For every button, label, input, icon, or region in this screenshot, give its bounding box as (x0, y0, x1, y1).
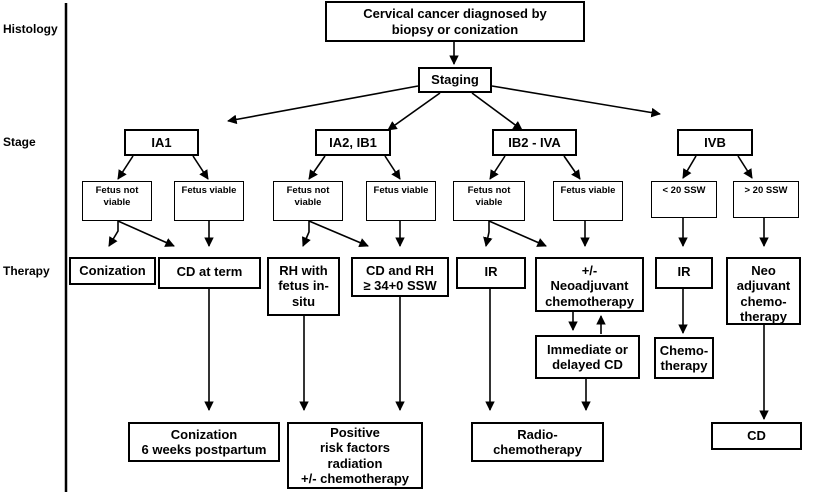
therapy-neoadjuvant-box: +/- Neoadjuvant chemotherapy (535, 257, 644, 312)
outcome-conization-postpartum-box: Conization 6 weeks postpartum (128, 422, 280, 462)
arrow-ia2-viable (384, 155, 401, 180)
arrow-ib2-viable (563, 155, 581, 180)
staging-box: Staging (418, 67, 492, 93)
arrow-ib2-notviable-ir (483, 221, 493, 247)
therapy-cd-at-term-box: CD at term (158, 257, 261, 289)
condition-ib2-fetus-not-viable: Fetus not viable (453, 181, 525, 221)
arrow-ib2-notviable (489, 155, 506, 180)
therapy-ir-ib2-box: IR (456, 257, 526, 289)
condition-ia2-fetus-viable: Fetus viable (366, 181, 436, 221)
diagnosis-box: Cervical cancer diagnosed by biopsy or c… (325, 1, 585, 42)
stage-ivb-box: IVB (677, 129, 753, 156)
condition-ia1-fetus-not-viable: Fetus not viable (82, 181, 152, 221)
arrow-staging-ia1 (227, 85, 419, 125)
arrow-ivb-lt20 (682, 155, 697, 179)
arrow-ia2-notviable (308, 155, 326, 180)
therapy-rh-in-situ-box: RH with fetus in- situ (267, 257, 340, 316)
therapy-conization-box: Conization (69, 257, 156, 285)
outcome-radiochemotherapy-box: Radio- chemotherapy (471, 422, 604, 462)
arrow-ia2-notviable-cdrh (308, 220, 369, 248)
row-label-therapy: Therapy (3, 264, 50, 278)
therapy-chemotherapy-box: Chemo- therapy (654, 337, 714, 379)
arrow-ia1-viable (192, 155, 209, 180)
arrow-ia1-notviable-conization (108, 221, 119, 247)
arrow-staging-ia2 (387, 92, 441, 131)
arrow-ia2-notviable-rh (301, 221, 311, 247)
stage-ib2-iva-box: IB2 - IVA (492, 129, 577, 156)
outcome-positive-risk-box: Positive risk factors radiation +/- chem… (287, 422, 423, 489)
arrow-ia1-notviable (117, 155, 134, 180)
arrow-ia1-notviable-cdterm (117, 220, 175, 247)
condition-ivb-gt20-ssw: > 20 SSW (733, 181, 799, 218)
condition-ivb-lt20-ssw: < 20 SSW (651, 181, 717, 218)
arrow-staging-ib2 (471, 92, 523, 131)
stage-ia1-box: IA1 (124, 129, 199, 156)
therapy-neo-adjuvant-ivb-box: Neo adjuvant chemo- therapy (726, 257, 801, 325)
condition-ia2-fetus-not-viable: Fetus not viable (273, 181, 343, 221)
therapy-immediate-cd-box: Immediate or delayed CD (535, 335, 640, 379)
arrow-staging-ivb (491, 85, 661, 118)
therapy-ir-ivb-box: IR (655, 257, 713, 289)
row-label-stage: Stage (3, 135, 36, 149)
stage-ia2-ib1-box: IA2, IB1 (315, 129, 391, 156)
condition-ia1-fetus-viable: Fetus viable (174, 181, 244, 221)
arrow-ivb-gt20 (737, 155, 753, 179)
therapy-cd-and-rh-box: CD and RH ≥ 34+0 SSW (351, 257, 449, 297)
row-label-histology: Histology (3, 22, 58, 36)
condition-ib2-fetus-viable: Fetus viable (553, 181, 623, 221)
arrow-ib2-notviable-neo (488, 220, 547, 247)
outcome-cd-box: CD (711, 422, 802, 450)
